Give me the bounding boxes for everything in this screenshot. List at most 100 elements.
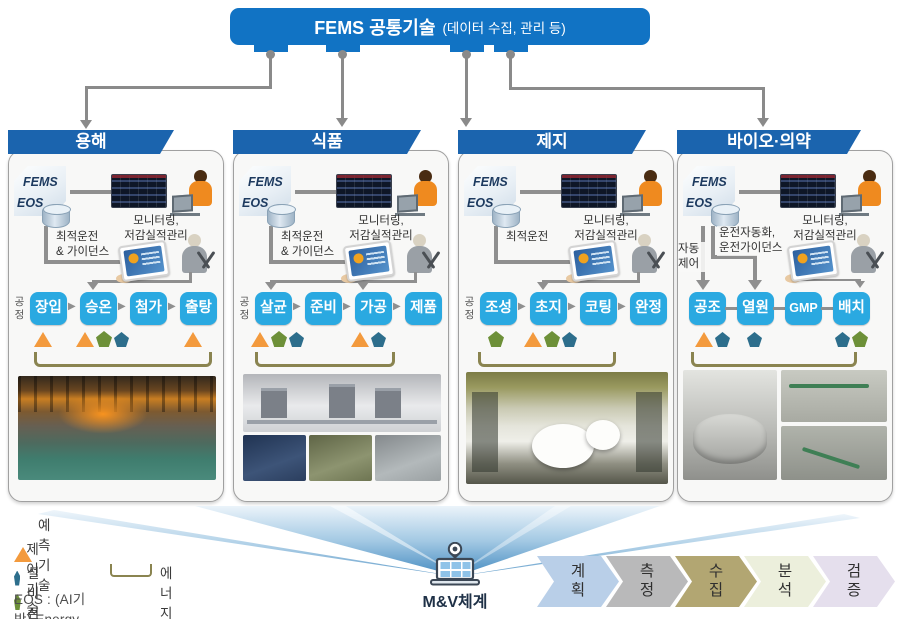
food-photo-3 [375,435,441,481]
operator-icon [620,170,662,216]
connector-line [85,86,88,122]
connector-line [44,226,48,264]
connector-line [414,272,417,281]
arrow-down-icon [537,282,549,290]
connector-line [85,86,272,89]
predict-icon [251,332,269,347]
tablet-icon [786,239,840,283]
diagnosis-icon [852,331,868,347]
predict-icon [524,332,542,347]
panel-paper: 제지 FEMS EOS 모니터링, 저감실적관리 최적운전 [458,130,676,505]
bio-pipes-photo-2 [781,426,887,480]
connector-line [494,226,498,264]
fems-eos-database-icon: FEMS EOS [239,166,297,228]
predict-icon [184,332,202,347]
arrow-right-icon: ▶ [118,301,126,312]
process-step: 배치 [833,292,870,325]
connector-line [753,255,757,281]
person-body [189,181,212,206]
fems-label: FEMS [692,175,727,189]
connector-line [269,260,347,264]
connector-line [494,260,572,264]
legend-energy-model: 에너지모델 [160,566,173,619]
energy-model-bracket [255,352,395,367]
eos-definition: EOS : (AI기반) Energy Optimization System [14,592,86,619]
connector-line [520,190,562,194]
connector-line [739,190,781,194]
energy-model-bracket-icon [110,564,152,577]
control-icon [289,332,304,347]
connector-line [44,260,122,264]
connector-line [542,280,640,283]
monitoring-caption: 모니터링, 저감실적관리 [574,215,638,242]
process-label: 공정 [14,296,25,321]
dashboard-image [561,174,617,208]
process-step: 장입 [30,292,67,325]
connector-line [509,56,512,90]
monitoring-caption: 모니터링, 저감실적관리 [349,215,413,242]
arrow-down-icon [357,282,369,290]
eos-label: EOS [467,196,494,210]
field-worker-icon [628,234,666,282]
process-step: 공조 [689,292,726,325]
fems-label: FEMS [23,175,58,189]
auto-control-label: 자동 제어 [678,242,706,272]
connector-line [295,190,337,194]
database-cylinder-icon [492,204,521,228]
arrow-down-icon [265,282,277,290]
connector-dot [462,50,471,59]
connector-line [711,226,715,259]
dashboard-image [780,174,836,208]
control-icon [747,332,762,347]
mv-label: M&V체계 [422,594,488,611]
process-step: 승온 [80,292,117,325]
mv-system: M&V체계 [412,542,498,612]
connector-line [797,279,861,281]
bio-tank-photo [683,370,777,480]
process-label: 공정 [464,296,475,321]
arrow-down-icon [336,118,348,127]
food-photo-2 [309,435,372,481]
control-icon [14,570,21,586]
person-head [194,170,207,183]
process-step: 완정 [630,292,667,325]
eos-label: EOS [17,196,44,210]
connector-line [725,307,737,310]
arrow-right-icon: ▶ [168,301,176,312]
arrow-down-icon [855,281,865,288]
operator-icon [395,170,437,216]
arrow-right-icon: ▶ [518,301,526,312]
energy-model-bracket [34,352,212,367]
legend-control: 제어기술 [14,538,47,618]
panel-melting: 용해 FEMS EOS 모니터링, 저감실적관리 최적운전 & 가이던스 [8,130,226,505]
process-step: 출탕 [180,292,217,325]
arrow-down-icon [748,280,762,290]
process-step: 살균 [255,292,292,325]
panel-title: 용해 [8,130,174,154]
connector-dot [338,50,347,59]
chevron-step: 수집 [675,556,757,607]
database-cylinder-icon [42,204,71,228]
paper-mill-photo [466,372,668,484]
panel-title: 제지 [458,130,646,154]
connector-dot [506,50,515,59]
field-worker-icon [847,234,885,282]
process-step: 코팅 [580,292,617,325]
diagnosis-icon [96,331,112,347]
predict-icon [351,332,369,347]
header-tab [494,43,528,52]
process-step: 초지 [530,292,567,325]
fems-eos-database-icon: FEMS EOS [464,166,522,228]
connector-line [269,226,273,264]
monitoring-caption: 모니터링, 저감실적관리 [124,215,188,242]
panel-food: 식품 FEMS EOS 모니터링, 저감실적관리 최적운전 & 가이던스 [233,130,451,505]
panel-title: 바이오·의약 [677,130,861,154]
arrow-right-icon: ▶ [293,301,301,312]
connector-line [509,87,765,90]
predict-icon [14,546,32,562]
mv-process-flow: 계획 측정 수집 분석 검증 [537,556,895,607]
connector-line [189,272,192,281]
chevron-step: 계획 [537,556,619,607]
fems-eos-database-icon: FEMS EOS [683,166,741,228]
arrow-right-icon: ▶ [393,301,401,312]
